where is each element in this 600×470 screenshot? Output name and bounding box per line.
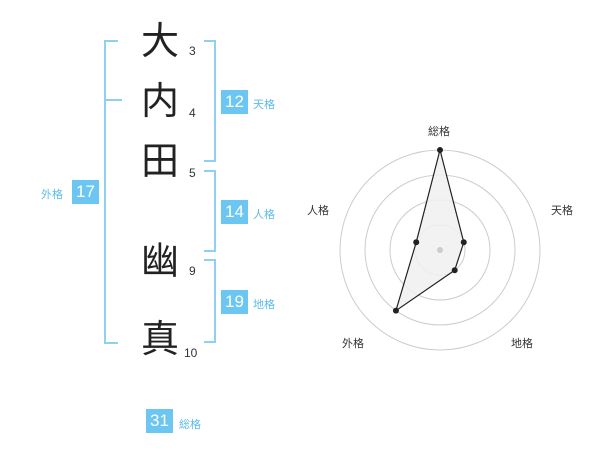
chikaku-value: 19 xyxy=(221,290,248,314)
stroke-count-4: 9 xyxy=(189,264,196,278)
soukaku-label: 総格 xyxy=(179,418,201,431)
radar-axis-label-3: 外格 xyxy=(342,337,364,350)
radar-axis-label-1: 天格 xyxy=(551,204,573,217)
radar-center-dot xyxy=(437,247,443,253)
tenkaku-bracket xyxy=(204,40,216,162)
tenkaku-label: 天格 xyxy=(253,98,275,111)
radar-series-polygon xyxy=(394,149,465,313)
jinkaku-value: 14 xyxy=(221,200,248,224)
gaikaku-value: 17 xyxy=(72,180,99,204)
name-char-3: 田 xyxy=(140,139,179,183)
radar-point-4 xyxy=(413,239,420,246)
radar-point-2 xyxy=(451,267,458,274)
gaikaku-bracket-mid xyxy=(104,99,122,101)
chikaku-bracket xyxy=(204,259,216,343)
radar-point-3 xyxy=(392,307,399,314)
radar-axis-label-4: 人格 xyxy=(307,204,329,217)
gaikaku-label: 外格 xyxy=(41,188,63,201)
name-char-5: 真 xyxy=(140,317,179,361)
stroke-count-5: 10 xyxy=(184,346,198,360)
chikaku-label: 地格 xyxy=(253,298,275,311)
jinkaku-label: 人格 xyxy=(253,208,275,221)
name-char-1: 大 xyxy=(140,19,179,63)
soukaku-value: 31 xyxy=(146,409,173,433)
radar-axis-label-2: 地格 xyxy=(511,337,533,350)
name-char-2: 内 xyxy=(140,79,179,123)
radar-point-1 xyxy=(460,239,467,246)
stroke-count-1: 3 xyxy=(189,44,196,58)
gaikaku-bracket xyxy=(104,40,118,344)
stroke-count-3: 5 xyxy=(189,166,196,180)
stroke-count-2: 4 xyxy=(189,106,196,120)
tenkaku-value: 12 xyxy=(221,90,248,114)
jinkaku-bracket xyxy=(204,170,216,252)
name-char-4: 幽 xyxy=(140,239,179,283)
radar-point-0 xyxy=(437,147,443,153)
radar-axis-label-0: 総格 xyxy=(428,125,450,138)
